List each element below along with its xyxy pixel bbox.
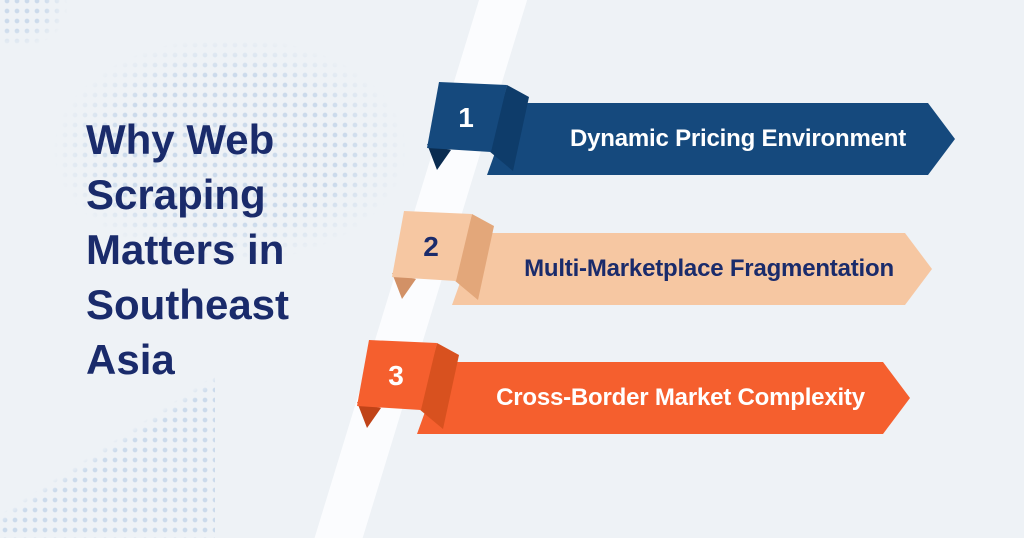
banner-label-3: Cross-Border Market Complexity bbox=[496, 384, 865, 411]
halftone-dots-bottom-left bbox=[0, 375, 215, 538]
number-tab-2: 2 bbox=[380, 207, 505, 307]
step-number-1: 1 bbox=[458, 102, 474, 133]
tab-face-2 bbox=[392, 211, 472, 281]
number-tab-1: 1 bbox=[415, 78, 540, 178]
step-number-2: 2 bbox=[423, 231, 439, 262]
step-number-3: 3 bbox=[388, 360, 404, 391]
banner-label-1: Dynamic Pricing Environment bbox=[569, 125, 906, 152]
halftone-dots-title-backdrop bbox=[40, 30, 405, 280]
number-tab-3: 3 bbox=[345, 336, 470, 436]
banner-arrow-3: Cross-Border Market Complexity bbox=[417, 362, 910, 434]
banner-label-2: Multi-Marketplace Fragmentation bbox=[524, 255, 894, 282]
page-title: Why Web Scraping Matters in Southeast As… bbox=[86, 116, 290, 383]
halftone-dots-top-left bbox=[0, 0, 67, 48]
banner-arrow-2: Multi-Marketplace Fragmentation bbox=[452, 233, 932, 305]
tab-face-3 bbox=[357, 340, 437, 410]
tab-face-1 bbox=[427, 82, 507, 152]
banner-arrow-1: Dynamic Pricing Environment bbox=[487, 103, 955, 175]
